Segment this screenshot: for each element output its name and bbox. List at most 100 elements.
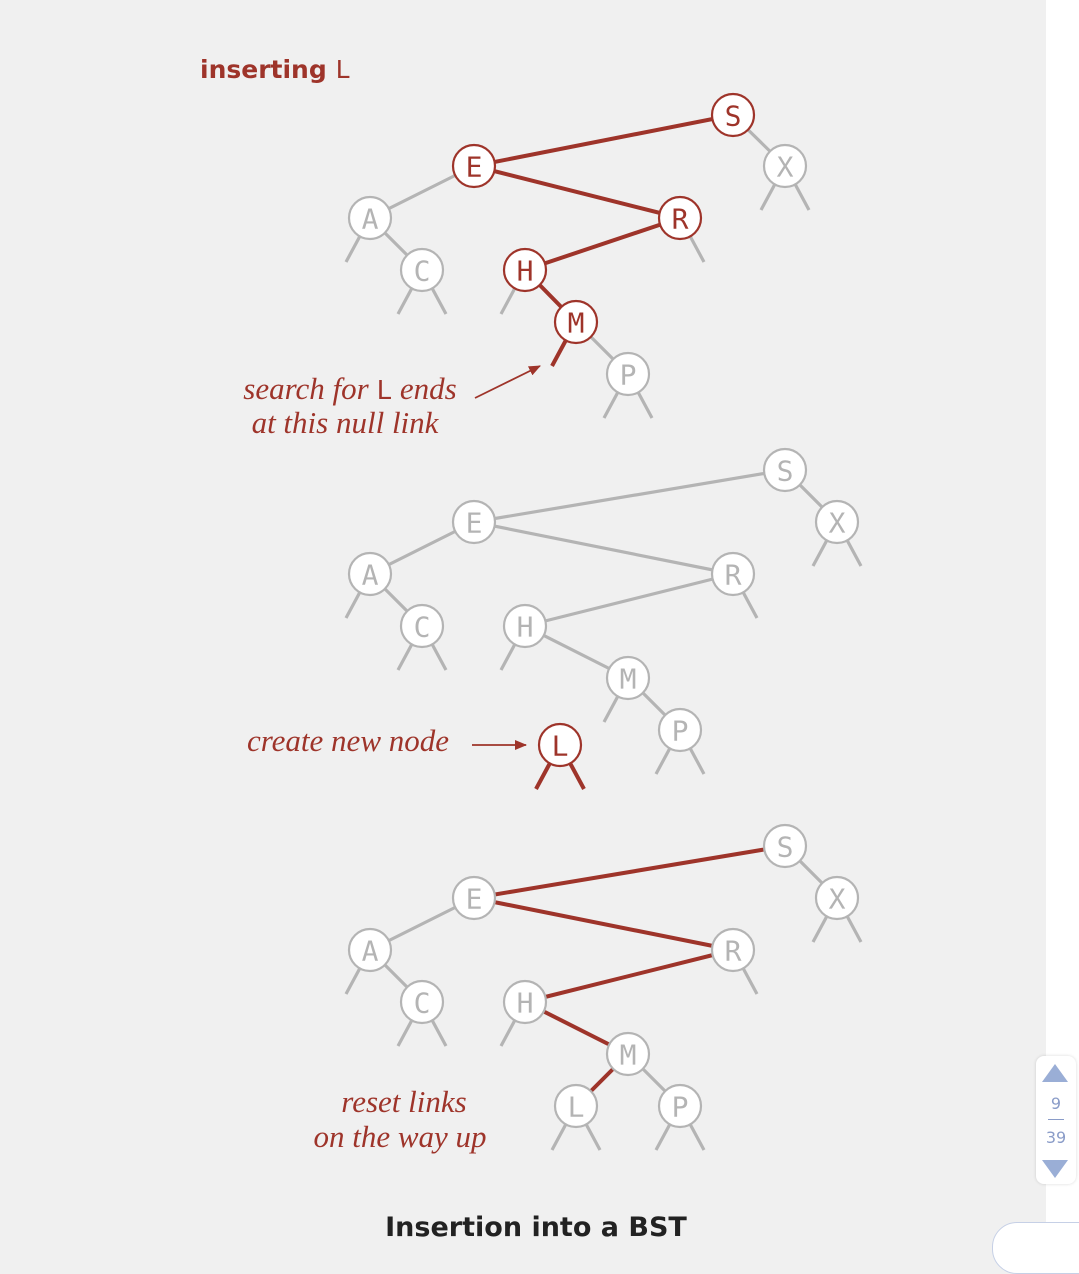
- node-circle: [553, 299, 599, 345]
- annotation-search-line1: search for L ends: [243, 371, 456, 406]
- node-circle: [710, 92, 756, 138]
- null-link-A-left: [344, 591, 362, 619]
- node-circle: [347, 195, 393, 241]
- null-link-M-left: [602, 695, 620, 723]
- node-M: M: [605, 655, 651, 701]
- node-M: M: [553, 299, 599, 345]
- null-link-P-right: [688, 747, 706, 775]
- null-link-R-right: [741, 967, 759, 995]
- node-R: R: [710, 927, 756, 973]
- previous-page-icon[interactable]: [1042, 1064, 1068, 1082]
- link-S-E: [473, 468, 786, 524]
- node-L: L: [537, 722, 583, 768]
- null-link-H-left: [499, 1019, 517, 1047]
- node-label: E: [466, 151, 483, 184]
- node-label: A: [362, 203, 379, 236]
- node-label: C: [414, 255, 431, 288]
- annotation-reset: reset links on the way up: [313, 1084, 486, 1154]
- page-separator: [1048, 1119, 1064, 1120]
- node-label: R: [725, 935, 742, 968]
- node-circle: [657, 195, 703, 241]
- side-panel: [1046, 0, 1079, 1242]
- node-label: H: [517, 611, 534, 644]
- node-H: H: [502, 247, 548, 293]
- node-P: P: [605, 351, 651, 397]
- null-link-C-left: [396, 287, 414, 315]
- null-link-H-left: [499, 643, 517, 671]
- node-label: L: [552, 730, 569, 763]
- node-circle: [399, 603, 445, 649]
- node-X: X: [762, 143, 808, 189]
- node-label: C: [414, 987, 431, 1020]
- null-link-X-right: [845, 915, 863, 943]
- node-circle: [399, 247, 445, 293]
- tree-step-reset: SX E R AC H MP L: [344, 823, 863, 1151]
- annotation-reset-line2: on the way up: [313, 1119, 486, 1154]
- heading: inserting L: [200, 55, 351, 84]
- node-X: X: [814, 499, 860, 545]
- node-H: H: [502, 979, 548, 1025]
- null-link-X-left: [759, 183, 777, 211]
- node-label: C: [414, 611, 431, 644]
- node-A: A: [347, 551, 393, 597]
- null-link-M-left: [550, 339, 568, 367]
- node-circle: [710, 927, 756, 973]
- next-page-icon[interactable]: [1042, 1160, 1068, 1178]
- null-link-C-right: [430, 287, 448, 315]
- annotation-reset-line1: reset links: [341, 1084, 466, 1119]
- link-R-H: [524, 948, 734, 1004]
- node-circle: [814, 875, 860, 921]
- null-link-P-left: [602, 391, 620, 419]
- link-E-R: [473, 520, 734, 576]
- node-circle: [553, 1083, 599, 1129]
- node-label: X: [777, 151, 794, 184]
- annotation-create: create new node: [247, 723, 527, 758]
- node-label: P: [620, 359, 637, 392]
- node-circle: [451, 499, 497, 545]
- node-H: H: [502, 603, 548, 649]
- node-circle: [814, 499, 860, 545]
- node-circle: [762, 447, 808, 493]
- corner-button[interactable]: [992, 1222, 1079, 1274]
- annotation-search-line2: at this null link: [252, 405, 440, 440]
- node-circle: [347, 927, 393, 973]
- node-S: S: [762, 447, 808, 493]
- node-circle: [451, 875, 497, 921]
- node-circle: [537, 722, 583, 768]
- null-link-L-left: [534, 762, 552, 790]
- node-label: L: [568, 1091, 585, 1124]
- node-circle: [502, 979, 548, 1025]
- node-label: S: [777, 831, 794, 864]
- link-S-E: [473, 844, 786, 900]
- node-label: H: [517, 987, 534, 1020]
- node-E: E: [451, 875, 497, 921]
- null-link-C-left: [396, 1019, 414, 1047]
- null-link-X-left: [811, 915, 829, 943]
- node-label: M: [620, 663, 637, 696]
- node-label: H: [517, 255, 534, 288]
- node-A: A: [347, 927, 393, 973]
- null-link-P-left: [654, 747, 672, 775]
- node-label: R: [725, 559, 742, 592]
- node-label: S: [777, 455, 794, 488]
- node-label: P: [672, 1091, 689, 1124]
- null-link-C-right: [430, 643, 448, 671]
- arrow-to-null-link: [474, 365, 541, 399]
- node-A: A: [347, 195, 393, 241]
- node-P: P: [657, 1083, 703, 1129]
- node-label: E: [466, 883, 483, 916]
- null-link-A-left: [344, 235, 362, 263]
- node-C: C: [399, 603, 445, 649]
- annotation-create-text: create new node: [247, 723, 449, 758]
- node-circle: [451, 143, 497, 189]
- null-link-P-right: [636, 391, 654, 419]
- node-S: S: [762, 823, 808, 869]
- node-M: M: [605, 1031, 651, 1077]
- node-label: R: [672, 203, 689, 236]
- node-circle: [605, 351, 651, 397]
- node-E: E: [451, 499, 497, 545]
- null-link-H-left: [499, 287, 517, 315]
- node-X: X: [814, 875, 860, 921]
- node-L: L: [553, 1083, 599, 1129]
